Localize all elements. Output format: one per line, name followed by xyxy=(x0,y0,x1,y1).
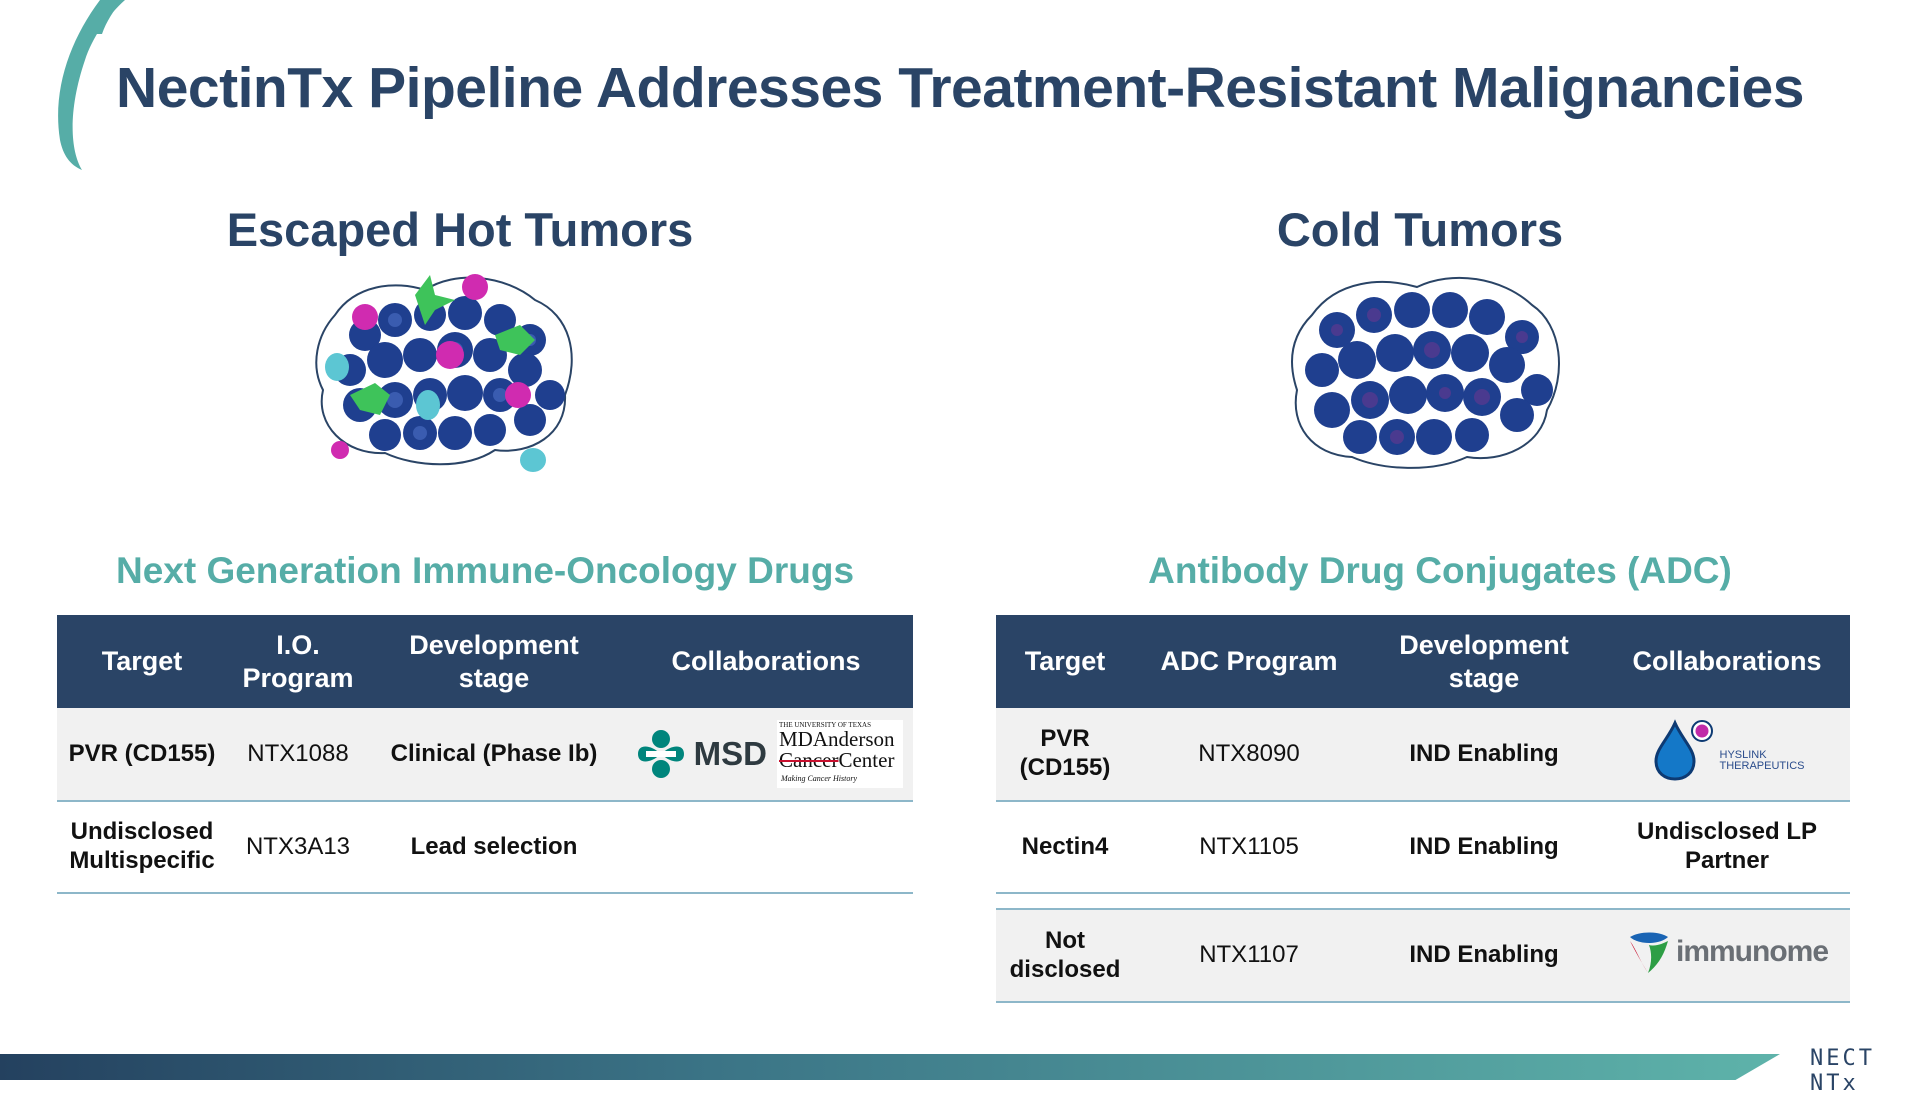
row-target: Not disclosed xyxy=(996,909,1134,1003)
adc-pipeline-table: Target ADC Program Development stage Col… xyxy=(996,615,1850,1003)
row-program: NTX8090 xyxy=(1134,708,1364,802)
row-stage: IND Enabling xyxy=(1364,909,1604,1003)
row-collaborations: HYSLINK THERAPEUTICS xyxy=(1604,708,1850,802)
immunome-emblem-icon xyxy=(1629,932,1668,973)
cold-tumors-heading: Cold Tumors xyxy=(1276,203,1564,256)
nectintx-footer-logo: NECT NTx xyxy=(1810,1046,1875,1096)
row-program: NTX1105 xyxy=(1134,801,1364,894)
hyslink-line1: HYSLINK xyxy=(1719,749,1767,762)
mda-tagline: Making Cancer History xyxy=(781,774,857,783)
footer-gradient-bar xyxy=(0,1054,1780,1080)
table-row: Not disclosed NTX1107 IND Enabling immun… xyxy=(996,909,1850,1003)
row-stage: Lead selection xyxy=(369,801,619,894)
row-target: Nectin4 xyxy=(996,801,1134,894)
row-collaborations xyxy=(619,801,913,894)
table-header-row: Target I.O. Program Development stage Co… xyxy=(57,615,913,708)
immunome-logo: immunome xyxy=(1626,929,1829,975)
table-row: Undisclosed Multispecific NTX3A13 Lead s… xyxy=(57,801,913,894)
row-collaborations: Undisclosed LP Partner xyxy=(1604,801,1850,894)
escaped-hot-tumors-heading: Escaped Hot Tumors xyxy=(226,203,694,256)
adc-subtitle: Antibody Drug Conjugates (ADC) xyxy=(1148,550,1732,591)
msd-wordmark: MSD xyxy=(693,735,767,773)
row-target: Undisclosed Multispecific xyxy=(57,801,227,894)
table-row: Nectin4 NTX1105 IND Enabling Undisclosed… xyxy=(996,801,1850,894)
header-collaborations: Collaborations xyxy=(619,615,913,708)
mda-cancer-struck: Cancer xyxy=(779,748,839,772)
row-collaborations: MSD THE UNIVERSITY OF TEXAS MDAnderson C… xyxy=(619,708,913,802)
io-drugs-subtitle: Next Generation Immune-Oncology Drugs xyxy=(115,550,855,591)
row-target: PVR (CD155) xyxy=(996,708,1134,802)
header-target: Target xyxy=(996,615,1134,708)
hot-tumor-illustration xyxy=(315,274,573,472)
table-row: PVR (CD155) NTX1088 Clinical (Phase Ib) … xyxy=(57,708,913,802)
hyslink-drop-icon xyxy=(1654,719,1713,781)
hyslink-logo: HYSLINK THERAPEUTICS xyxy=(1650,717,1805,783)
immunome-wordmark: immunome xyxy=(1675,934,1829,968)
header-adc-program: ADC Program xyxy=(1134,615,1364,708)
cold-tumor-illustration xyxy=(1291,276,1560,469)
row-program: NTX3A13 xyxy=(227,801,369,894)
table-row: PVR (CD155) NTX8090 IND Enabling HYSLINK… xyxy=(996,708,1850,802)
brush-stroke-decoration xyxy=(58,0,125,170)
msd-emblem-icon xyxy=(637,730,684,778)
row-spacer xyxy=(996,893,1850,910)
row-collaborations: immunome xyxy=(1604,909,1850,1003)
md-anderson-logo: THE UNIVERSITY OF TEXAS MDAnderson Cance… xyxy=(777,720,903,788)
mda-line1: MDAnderson xyxy=(779,727,895,751)
row-stage: Clinical (Phase Ib) xyxy=(369,708,619,802)
mda-top-text: THE UNIVERSITY OF TEXAS xyxy=(779,721,871,729)
header-collaborations: Collaborations xyxy=(1604,615,1850,708)
row-program: NTX1107 xyxy=(1134,909,1364,1003)
header-target: Target xyxy=(57,615,227,708)
header-development-stage: Development stage xyxy=(369,615,619,708)
hyslink-line2: THERAPEUTICS xyxy=(1719,760,1805,773)
header-development-stage: Development stage xyxy=(1364,615,1604,708)
io-pipeline-table: Target I.O. Program Development stage Co… xyxy=(57,615,913,894)
row-stage: IND Enabling xyxy=(1364,801,1604,894)
msd-logo: MSD xyxy=(636,729,767,779)
row-stage: IND Enabling xyxy=(1364,708,1604,802)
row-program: NTX1088 xyxy=(227,708,369,802)
slide-title: NectinTx Pipeline Addresses Treatment-Re… xyxy=(116,56,1804,120)
header-io-program: I.O. Program xyxy=(227,615,369,708)
table-header-row: Target ADC Program Development stage Col… xyxy=(996,615,1850,708)
mda-line2: CancerCenter xyxy=(779,750,903,771)
mda-center: Center xyxy=(838,748,895,772)
row-target: PVR (CD155) xyxy=(57,708,227,802)
